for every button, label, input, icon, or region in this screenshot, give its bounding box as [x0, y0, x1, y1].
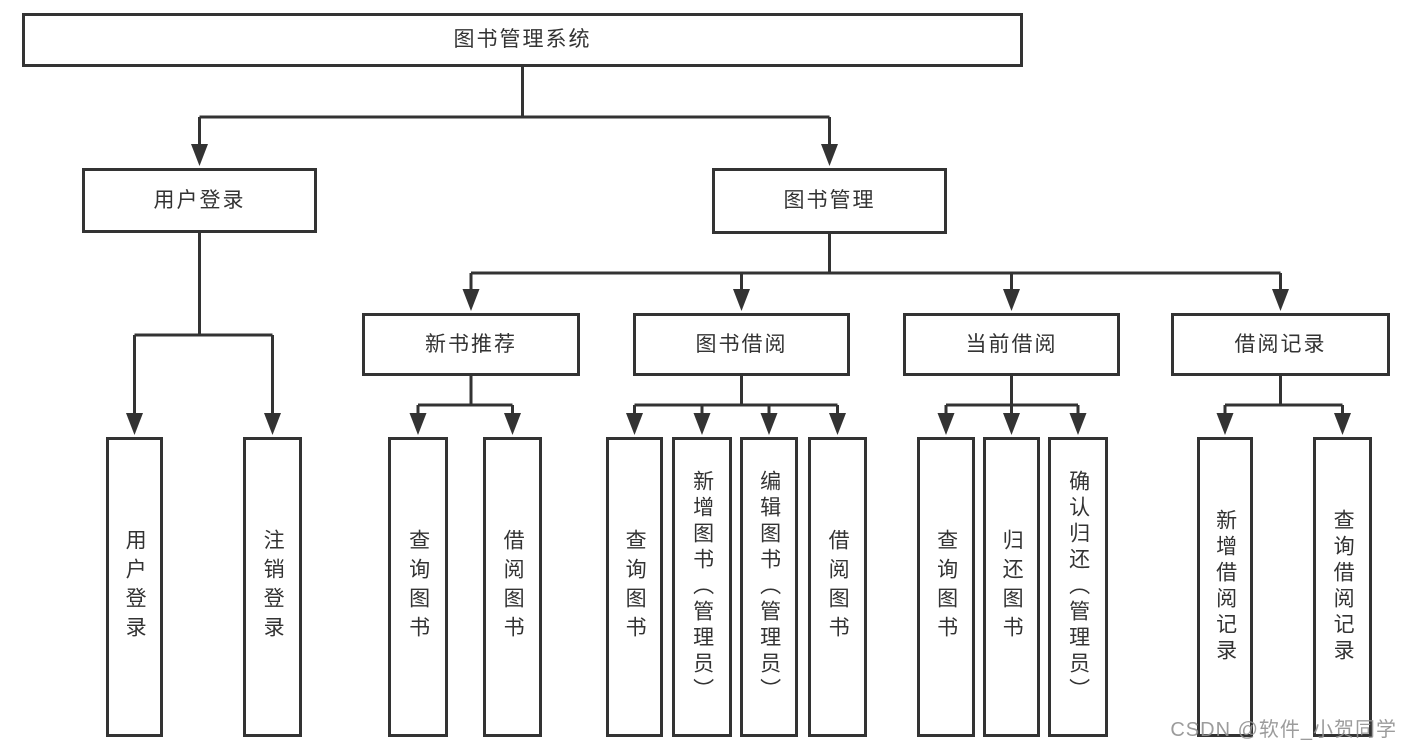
leaf-user-login: 用户登录 [106, 437, 163, 737]
leaf-edit-books-admin: 编辑图书（管理员） [740, 437, 798, 737]
leaf-confirm-return-admin: 确认归还（管理员） [1048, 437, 1108, 737]
csdn-watermark: CSDN @软件_小贺同学 [1170, 719, 1397, 741]
node-new-book-recommend: 新书推荐 [362, 313, 580, 376]
leaf-query-borrow-record: 查询借阅记录 [1313, 437, 1372, 737]
node-book-management: 图书管理 [712, 168, 947, 234]
leaf-return-books: 归还图书 [983, 437, 1040, 737]
leaf-logout: 注销登录 [243, 437, 302, 737]
leaf-query-books-borrowing: 查询图书 [606, 437, 663, 737]
leaf-borrow-books-borrowing: 借阅图书 [808, 437, 867, 737]
leaf-borrow-books-recommend: 借阅图书 [483, 437, 542, 737]
leaf-add-borrow-record: 新增借阅记录 [1197, 437, 1253, 737]
leaf-query-books-current: 查询图书 [917, 437, 975, 737]
node-book-borrowing: 图书借阅 [633, 313, 850, 376]
node-borrowing-records: 借阅记录 [1171, 313, 1390, 376]
leaf-add-books-admin: 新增图书（管理员） [672, 437, 732, 737]
node-root-library-system: 图书管理系统 [22, 13, 1023, 67]
node-current-borrowing: 当前借阅 [903, 313, 1120, 376]
leaf-query-books-recommend: 查询图书 [388, 437, 448, 737]
node-user-login: 用户登录 [82, 168, 317, 233]
